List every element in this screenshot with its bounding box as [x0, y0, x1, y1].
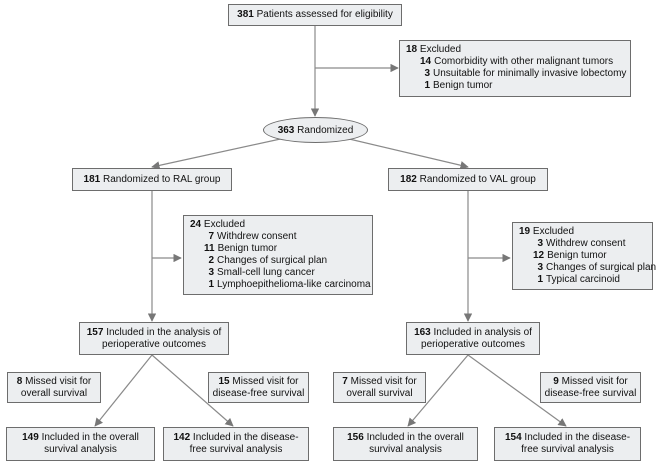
ral-excluded-count: 24 [190, 219, 202, 230]
val-missed-dfs-line2: disease-free survival [544, 387, 637, 399]
val-group-box: 182 Randomized to VAL group [388, 168, 548, 191]
ral-dfs-count: 142 [173, 432, 191, 443]
val-missed-os-count: 7 [342, 375, 348, 387]
ral-missed-dfs-line2: disease-free survival [212, 387, 305, 399]
arrow-val-periop-to-dfs [467, 354, 567, 427]
val-dfs-line2: free survival analysis [521, 444, 614, 455]
ral-missed-dfs-line1: Missed visit for [232, 375, 299, 387]
val-dfs-count: 154 [504, 432, 522, 443]
arrow-randomized-to-val [344, 137, 469, 170]
arrow-randomized-to-ral [151, 137, 286, 170]
ral-dfs-line1: Included in the disease- [192, 432, 299, 443]
arrow-val-periop-to-os [407, 354, 469, 427]
val-label: Randomized to VAL group [419, 173, 536, 185]
excluded-top-label: Excluded [419, 44, 462, 55]
arrow-ral-periop-to-os [94, 354, 153, 427]
excluded-top-count: 18 [406, 44, 418, 55]
arrow-ral-periop-to-dfs [151, 354, 234, 427]
ral-periop-line1: Included in the analysis of [106, 326, 222, 338]
ral-periop-count: 157 [86, 326, 104, 338]
ral-disease-free-box: 142 Included in the disease-free surviva… [163, 427, 309, 461]
ral-periop-line2: perioperative outcomes [102, 338, 206, 350]
val-missed-dfs-line1: Missed visit for [561, 375, 628, 387]
val-missed-os-line1: Missed visit for [350, 375, 417, 387]
randomized-label: Randomized [297, 124, 354, 136]
randomized-oval: 363 Randomized [263, 117, 368, 143]
ral-label: Randomized to RAL group [102, 173, 221, 185]
ral-group-box: 181 Randomized to RAL group [72, 168, 232, 191]
val-disease-free-box: 154 Included in the disease-free surviva… [494, 427, 641, 461]
val-os-line2: survival analysis [369, 444, 442, 455]
ral-missed-os-line2: overall survival [20, 387, 88, 399]
val-periop-line1: Included in analysis of [433, 326, 532, 338]
val-missed-os-line2: overall survival [346, 387, 413, 399]
ral-missed-dfs-count: 15 [218, 375, 230, 387]
val-excluded-label: Excluded [532, 226, 575, 237]
ral-os-count: 149 [22, 432, 39, 443]
ral-os-line1: Included in the overall [41, 432, 139, 443]
ral-missed-os-count: 8 [16, 375, 23, 387]
randomized-count: 363 [277, 124, 295, 136]
assessed-box: 381 Patients assessed for eligibility [228, 4, 402, 26]
val-excluded-count: 19 [519, 226, 531, 237]
ral-excluded-label: Excluded [203, 219, 246, 230]
assessed-count: 381 [237, 9, 254, 20]
val-missed-dfs-count: 9 [553, 375, 559, 387]
val-dfs-line1: Included in the disease- [524, 432, 631, 443]
val-os-line1: Included in the overall [366, 432, 464, 443]
val-count: 182 [400, 173, 417, 185]
ral-missed-os-line1: Missed visit for [25, 375, 92, 387]
val-os-count: 156 [347, 432, 364, 443]
assessed-label: Patients assessed for eligibility [256, 9, 393, 20]
val-periop-count: 163 [414, 326, 431, 338]
val-periop-line2: perioperative outcomes [421, 338, 525, 350]
ral-os-line2: survival analysis [44, 444, 117, 455]
ral-count: 181 [83, 173, 101, 185]
ral-dfs-line2: free survival analysis [189, 444, 283, 455]
